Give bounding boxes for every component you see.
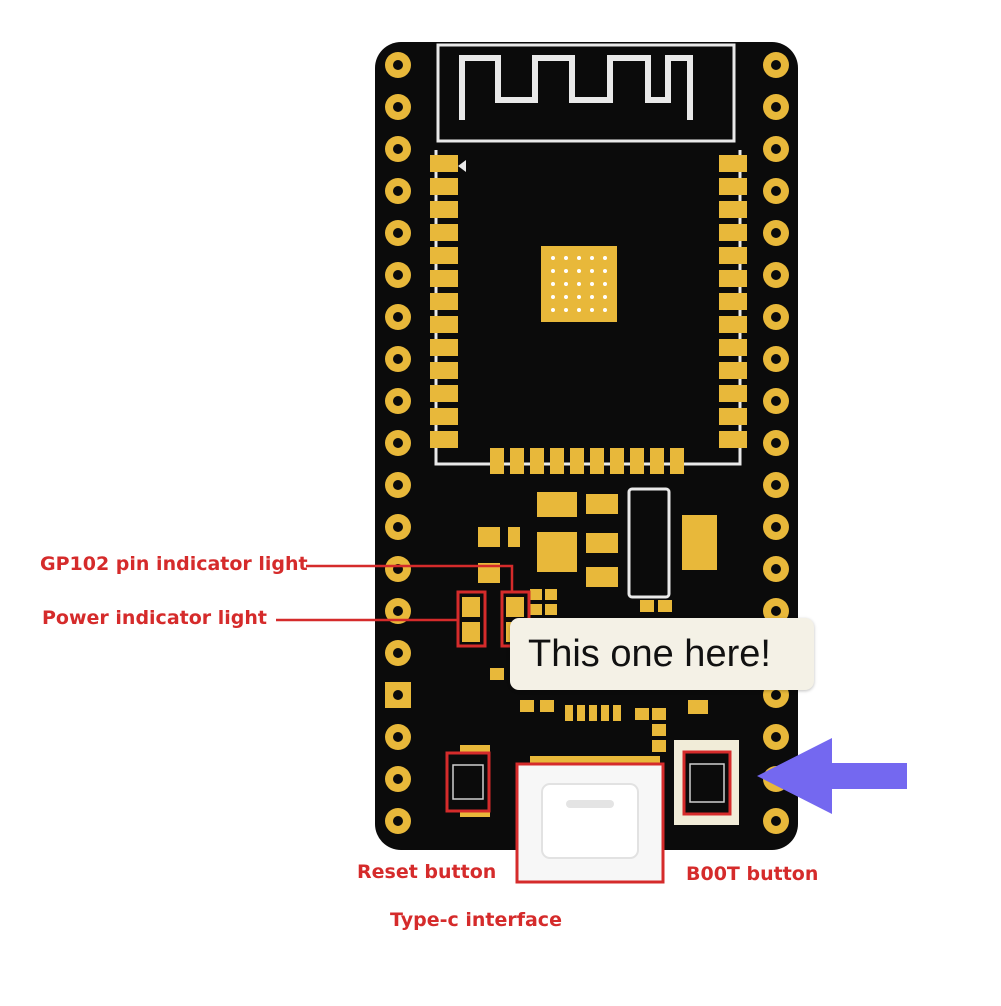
gp102-indicator-label: GP102 pin indicator light (40, 553, 308, 575)
power-indicator-label: Power indicator light (42, 607, 267, 629)
type-c-label: Type-c interface (390, 909, 562, 931)
reset-button-label: Reset button (357, 861, 496, 883)
boot-button-label: B00T button (686, 863, 818, 885)
callout-tooltip: This one here! (510, 618, 814, 690)
antenna-trace (438, 45, 734, 141)
